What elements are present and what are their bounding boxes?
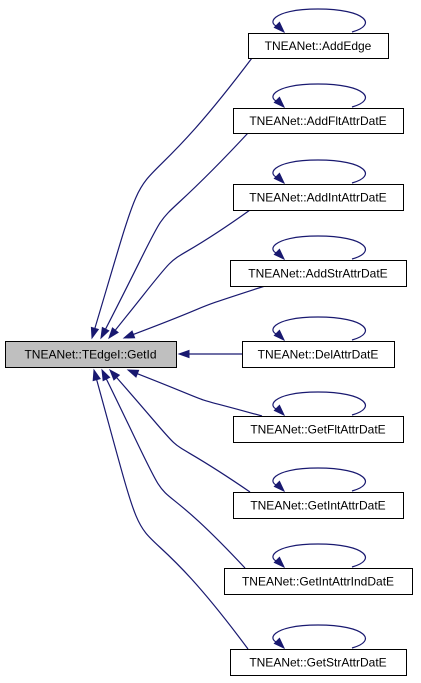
node-caller-getintattrinddate-label: TNEANet::GetIntAttrIndDatE bbox=[242, 575, 394, 589]
node-caller-delattrdate-box bbox=[242, 341, 395, 368]
node-caller-getfltattrdate-box bbox=[233, 416, 404, 443]
node-target-getid-box bbox=[5, 341, 177, 368]
node-caller-getintattrinddate-box bbox=[224, 568, 413, 595]
node-caller-addedge[interactable]: TNEANet::AddEdge bbox=[248, 33, 389, 59]
edge-arrow-getintattrinddate bbox=[101, 368, 111, 382]
node-caller-addstrattrdate-box bbox=[230, 260, 407, 287]
node-caller-getfltattrdate-label: TNEANet::GetFltAttrDatE bbox=[250, 423, 385, 437]
node-caller-addedge-box bbox=[248, 33, 389, 59]
node-caller-addfltattrdate-label: TNEANet::AddFltAttrDatE bbox=[249, 114, 386, 128]
edge-getintattrinddate-to-getid bbox=[105, 377, 246, 569]
node-caller-getstrattrdate-label: TNEANet::GetStrAttrDatE bbox=[249, 656, 386, 670]
self-loop-arrow-getintattrinddate bbox=[273, 556, 286, 569]
node-caller-addstrattrdate-label: TNEANet::AddStrAttrDatE bbox=[248, 267, 387, 281]
node-caller-getstrattrdate[interactable]: TNEANet::GetStrAttrDatE bbox=[230, 649, 407, 676]
edge-arrow-addstrattrdate bbox=[122, 330, 136, 339]
self-loop-arrow-addstrattrdate bbox=[273, 248, 286, 261]
self-loop-arrow-addfltattrdate bbox=[273, 96, 286, 109]
self-loop-addstrattrdate bbox=[272, 235, 366, 260]
self-loop-arrow-getintattrdate bbox=[273, 480, 286, 493]
self-loop-arrow-getfltattrdate bbox=[273, 404, 286, 417]
edge-arrow-getintattrdate bbox=[109, 368, 121, 381]
self-loop-arrow-addintattrdate bbox=[273, 172, 286, 185]
self-loop-addfltattrdate bbox=[272, 83, 366, 108]
edges-layer bbox=[90, 8, 366, 650]
self-loop-addedge bbox=[272, 8, 366, 33]
edge-addstrattrdate-to-getid bbox=[132, 285, 266, 336]
self-loop-getintattrinddate bbox=[272, 543, 366, 568]
self-loop-arrow-delattrdate bbox=[273, 329, 286, 342]
edge-arrow-addedge bbox=[90, 326, 100, 340]
node-caller-addstrattrdate[interactable]: TNEANet::AddStrAttrDatE bbox=[230, 260, 407, 287]
edge-arrow-getfltattrdate bbox=[126, 369, 140, 378]
node-caller-getstrattrdate-box bbox=[230, 649, 407, 676]
nodes-layer: TNEANet::TEdgeI::GetId TNEANet::AddEdgeTN… bbox=[5, 33, 413, 676]
node-caller-addedge-label: TNEANet::AddEdge bbox=[265, 39, 372, 53]
node-caller-getintattrdate-box bbox=[233, 492, 404, 519]
self-loop-delattrdate bbox=[272, 316, 366, 341]
node-caller-addfltattrdate-box bbox=[233, 108, 404, 134]
edge-arrow-getstrattrdate bbox=[92, 368, 101, 382]
self-loop-addintattrdate bbox=[272, 159, 366, 184]
edge-getintattrdate-to-getid bbox=[115, 376, 251, 493]
self-loop-getstrattrdate bbox=[272, 624, 366, 649]
node-caller-addintattrdate-box bbox=[233, 184, 404, 211]
node-caller-getintattrdate-label: TNEANet::GetIntAttrDatE bbox=[250, 499, 385, 513]
self-loop-getfltattrdate bbox=[272, 391, 366, 416]
edge-addfltattrdate-to-getid bbox=[104, 132, 249, 331]
edge-arrow-delattrdate bbox=[177, 349, 190, 359]
node-caller-delattrdate[interactable]: TNEANet::DelAttrDatE bbox=[242, 341, 395, 368]
edge-getstrattrdate-to-getid bbox=[95, 378, 249, 650]
node-caller-getintattrdate[interactable]: TNEANet::GetIntAttrDatE bbox=[233, 492, 404, 519]
self-loop-getintattrdate bbox=[272, 467, 366, 492]
edge-arrow-addintattrdate bbox=[108, 327, 119, 340]
edge-arrow-addfltattrdate bbox=[100, 326, 110, 340]
node-caller-delattrdate-label: TNEANet::DelAttrDatE bbox=[258, 348, 379, 362]
node-caller-addintattrdate-label: TNEANet::AddIntAttrDatE bbox=[249, 191, 386, 205]
node-caller-addintattrdate[interactable]: TNEANet::AddIntAttrDatE bbox=[233, 184, 404, 211]
edge-addedge-to-getid bbox=[93, 57, 253, 330]
self-loop-arrow-addedge bbox=[273, 21, 286, 34]
node-caller-getfltattrdate[interactable]: TNEANet::GetFltAttrDatE bbox=[233, 416, 404, 443]
node-target-getid-label: TNEANet::TEdgeI::GetId bbox=[24, 348, 156, 362]
edge-getfltattrdate-to-getid bbox=[136, 372, 263, 417]
node-caller-addfltattrdate[interactable]: TNEANet::AddFltAttrDatE bbox=[233, 108, 404, 134]
node-caller-getintattrinddate[interactable]: TNEANet::GetIntAttrIndDatE bbox=[224, 568, 413, 595]
node-target-getid[interactable]: TNEANet::TEdgeI::GetId bbox=[5, 341, 177, 368]
edge-addintattrdate-to-getid bbox=[114, 209, 251, 332]
self-loop-arrow-getstrattrdate bbox=[273, 637, 286, 650]
